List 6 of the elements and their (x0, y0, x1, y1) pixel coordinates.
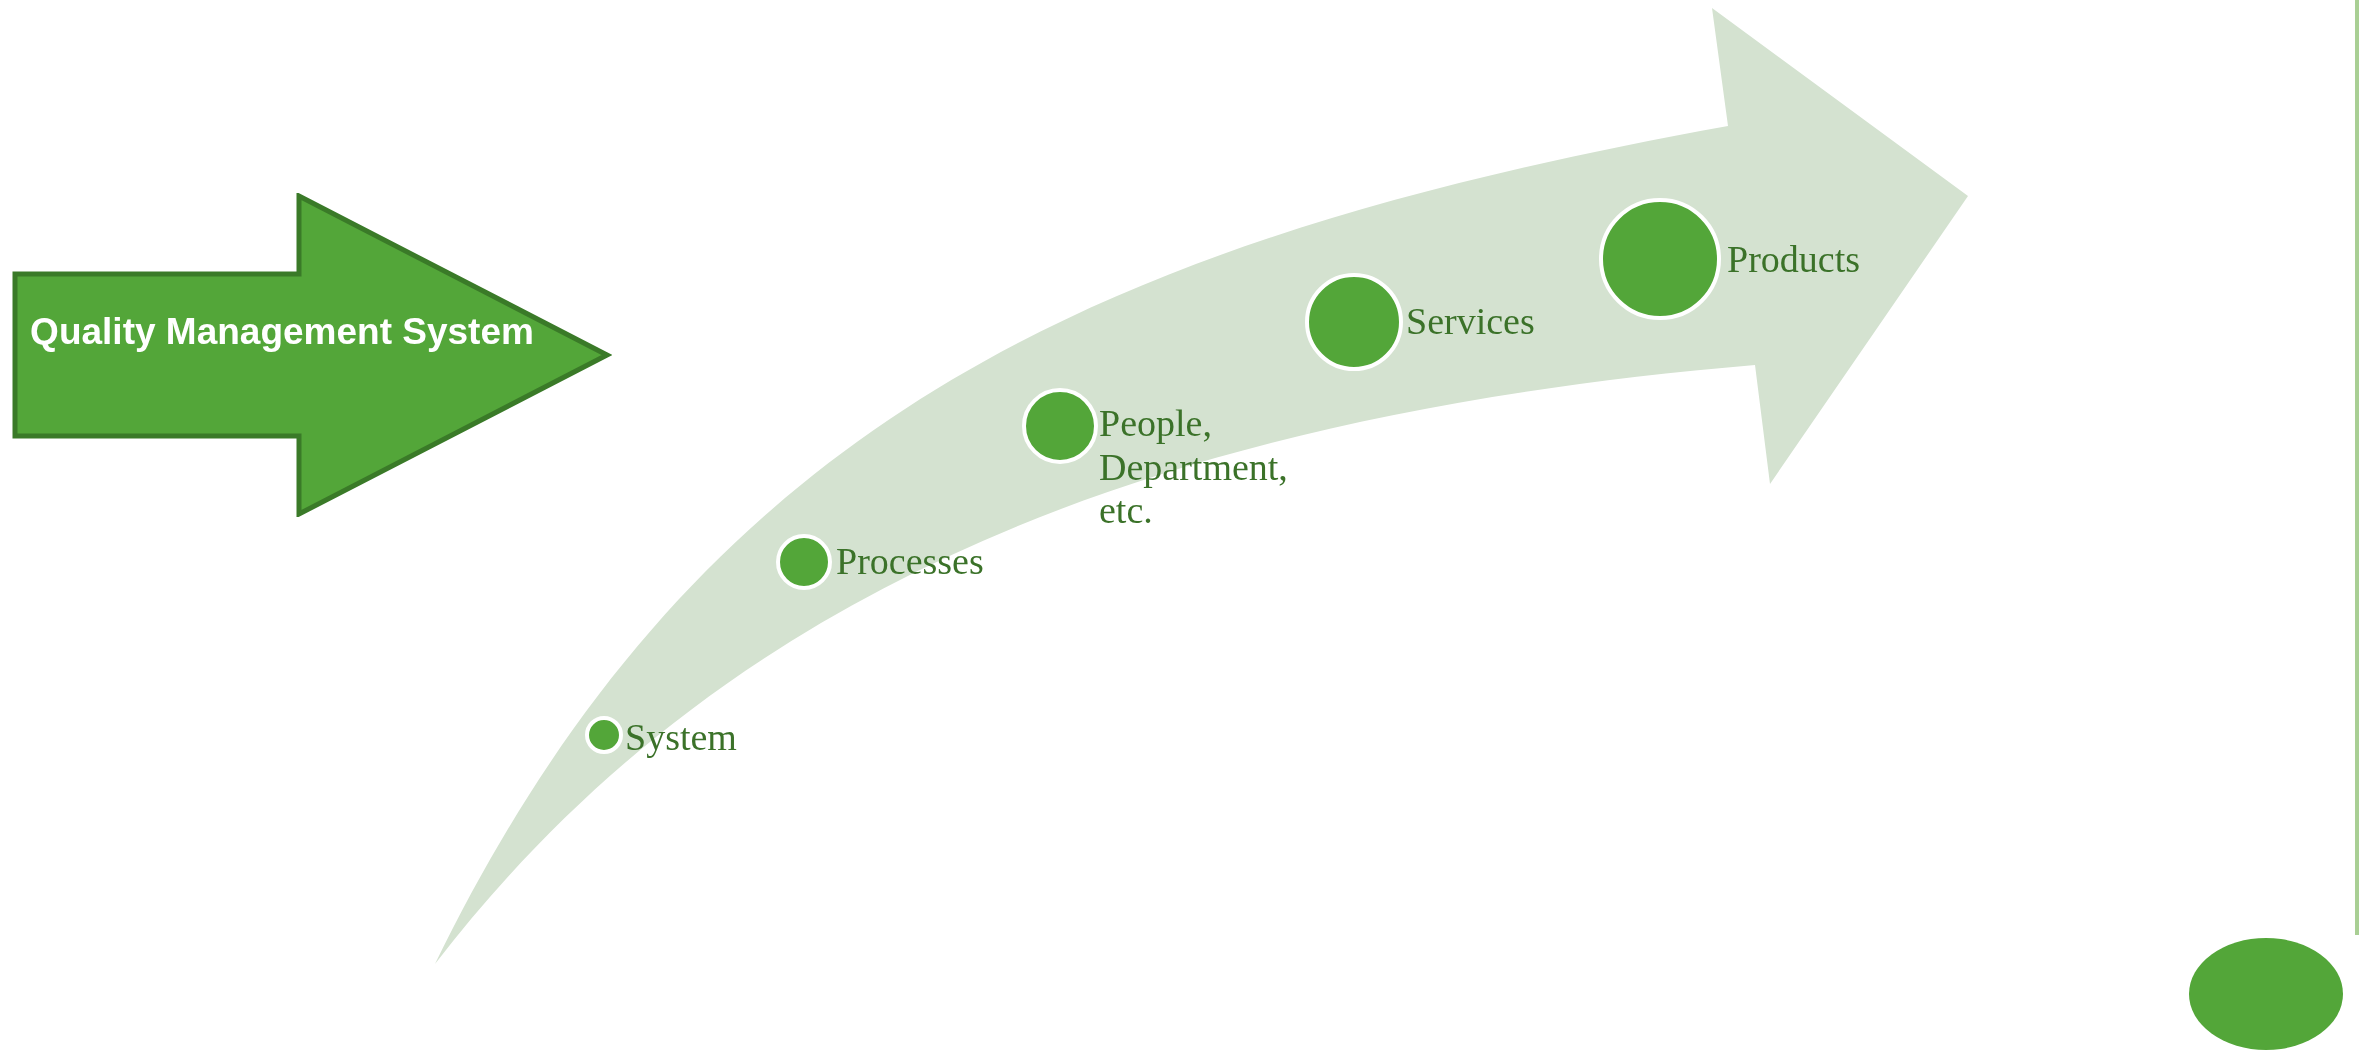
arrow-label: Quality Management System (29, 310, 535, 354)
stage-label: Services (1406, 300, 1535, 344)
stage-label: People, Department, etc. (1099, 402, 1289, 534)
stage-label: System (625, 716, 737, 760)
stage-label: Products (1727, 238, 1860, 282)
stage-label: Processes (836, 540, 984, 584)
